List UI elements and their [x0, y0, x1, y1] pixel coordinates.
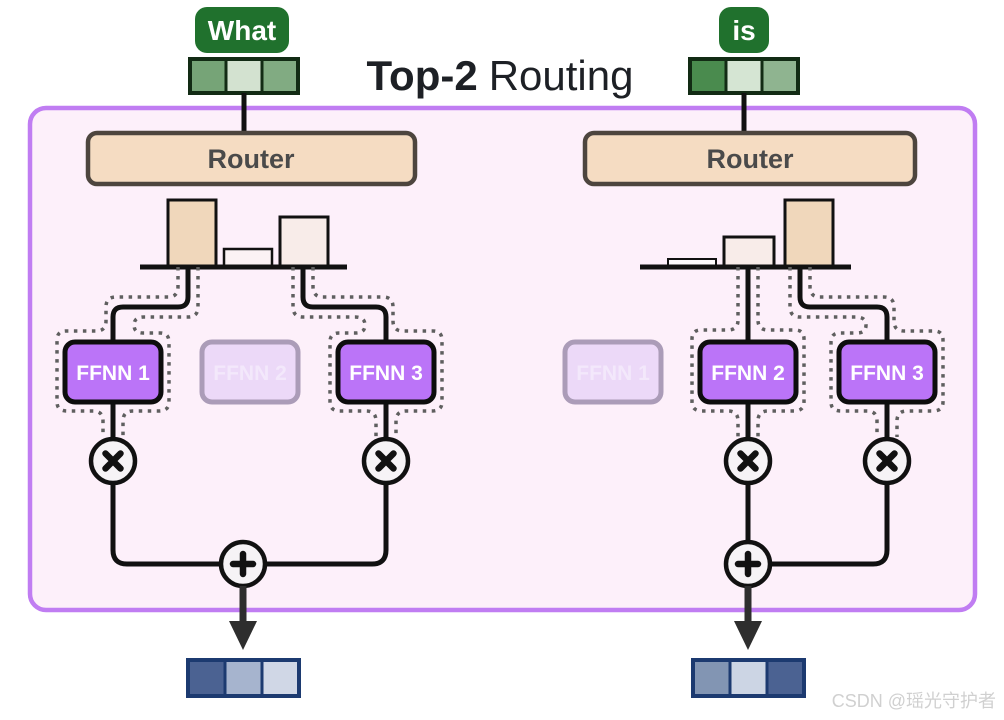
router-box-right	[582, 130, 918, 187]
expert-ffnn1-right-inactive: FFNN 1	[562, 339, 664, 405]
watermark: CSDN @瑶光守护者	[832, 691, 996, 711]
expert-label: FFNN 1	[76, 362, 150, 385]
multiply-node	[723, 436, 773, 486]
embedding-cell	[765, 658, 806, 698]
output-arrow-left	[229, 586, 257, 650]
routing-weights-chart-left	[140, 198, 347, 270]
add-node	[723, 539, 773, 589]
output-embedding-right	[691, 658, 806, 698]
multiply-icon	[737, 450, 759, 472]
expert-ffnn1-left-active: FFNN 1	[62, 339, 164, 405]
page-title-bold: Top-2	[367, 52, 478, 99]
multiply-icon	[876, 450, 898, 472]
expert-ffnn2-right-active: FFNN 2	[697, 339, 799, 405]
expert-label: FFNN 1	[576, 362, 650, 385]
expert-label: FFNN 3	[850, 362, 924, 385]
token-is-label: is	[732, 15, 755, 46]
router-label-right: Router	[707, 144, 794, 174]
embedding-cell	[260, 658, 301, 698]
page-title-regular: Routing	[489, 52, 634, 99]
multiply-node	[361, 436, 411, 486]
expert-label: FFNN 2	[213, 362, 287, 385]
embedding-cell	[188, 57, 228, 95]
embedding-cell	[223, 658, 264, 698]
embedding-cell	[224, 57, 264, 95]
embedding-cell	[728, 658, 769, 698]
routing-bar-ffnn3	[783, 198, 835, 269]
routing-bar-ffnn2	[722, 235, 776, 269]
multiply-node	[862, 436, 912, 486]
embedding-cell	[186, 658, 227, 698]
multiply-icon	[102, 450, 124, 472]
embedding-cell	[691, 658, 732, 698]
token-what-embedding	[188, 57, 300, 95]
output-arrow-right	[734, 586, 762, 650]
embedding-cell	[760, 57, 800, 95]
arrowhead-icon	[734, 621, 762, 650]
token-is-box	[719, 7, 769, 53]
token-what-box	[195, 7, 289, 53]
routing-weights-chart-right	[640, 198, 851, 270]
expert-label: FFNN 3	[349, 362, 423, 385]
add-icon	[229, 550, 257, 578]
panel-token-what: What Router	[55, 7, 444, 698]
routed-connectors-left	[110, 267, 389, 567]
output-embedding-left	[186, 658, 301, 698]
expert-ffnn2-left-inactive: FFNN 2	[199, 339, 301, 405]
multiply-icon	[375, 450, 397, 472]
router-box-left	[85, 130, 418, 187]
expert-label: FFNN 2	[711, 362, 785, 385]
add-node	[218, 539, 268, 589]
expert-ffnn3-left-active: FFNN 3	[335, 339, 437, 405]
selected-path-dotted-outline	[690, 267, 945, 437]
panel-token-is: is Router	[562, 7, 945, 698]
add-icon	[734, 550, 762, 578]
moe-layer-container	[27, 105, 978, 613]
embedding-outline	[691, 658, 806, 698]
multiply-node	[88, 436, 138, 486]
routing-bar-ffnn2	[222, 247, 274, 269]
embedding-cell	[260, 57, 300, 95]
expert-ffnn3-right-active: FFNN 3	[836, 339, 938, 405]
token-what-label: What	[208, 15, 276, 46]
routed-connectors-right	[745, 267, 890, 567]
router-label-left: Router	[208, 144, 295, 174]
embedding-outline	[186, 658, 301, 698]
routing-bar-ffnn1	[166, 198, 218, 269]
token-is-embedding	[688, 57, 800, 95]
routing-bar-ffnn3	[278, 215, 330, 269]
embedding-cell	[724, 57, 764, 95]
arrowhead-icon	[229, 621, 257, 650]
selected-path-dotted-outline	[55, 267, 444, 437]
embedding-cell	[688, 57, 728, 95]
